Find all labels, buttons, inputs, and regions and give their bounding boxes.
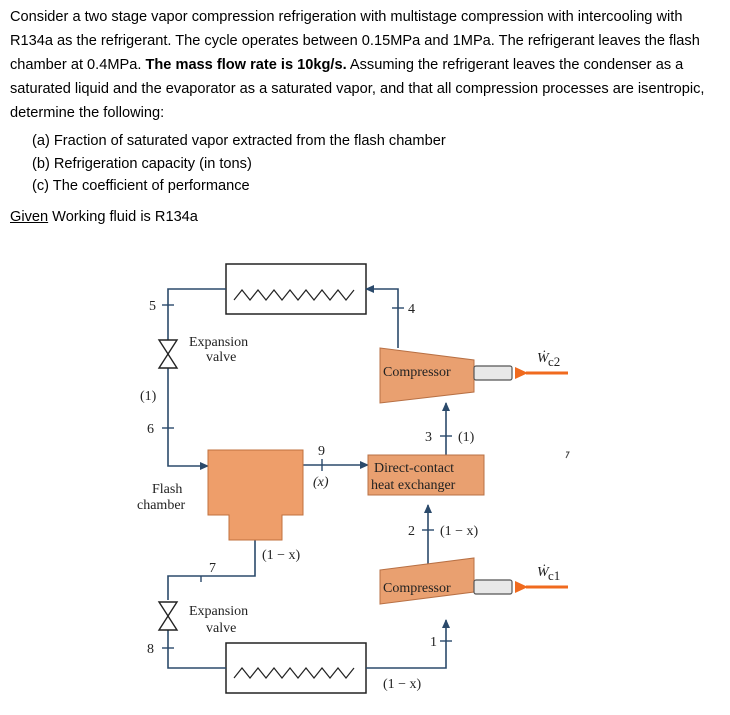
state-8-label: 8 bbox=[147, 642, 154, 657]
heat-exchanger-line2: heat exchanger bbox=[371, 478, 456, 493]
work-c2-subscript: c2 bbox=[548, 354, 560, 369]
flow-label-after-3: (1) bbox=[458, 430, 475, 445]
flow-label-one-minus-x-2: (1 − x) bbox=[440, 524, 479, 539]
state-5-label: 5 bbox=[149, 299, 156, 314]
expansion-valve-top-line2: valve bbox=[206, 350, 236, 365]
compressor-top-label: Compressor bbox=[383, 365, 451, 380]
flash-chamber-line1: Flash bbox=[152, 482, 182, 497]
state-3-label: 3 bbox=[425, 430, 432, 445]
compressor-bottom-label: Compressor bbox=[383, 581, 451, 596]
state-4-label: 4 bbox=[408, 302, 415, 317]
state-2-label: 2 bbox=[408, 524, 415, 539]
evaporator bbox=[225, 642, 367, 694]
state-1-label: 1 bbox=[430, 635, 437, 650]
expansion-valve-bottom-icon bbox=[157, 601, 179, 631]
flash-chamber-line2: chamber bbox=[137, 498, 186, 513]
work-c1-subscript: c1 bbox=[548, 568, 560, 583]
heat-exchanger-line1: Direct-contact bbox=[374, 461, 454, 476]
expansion-valve-top-icon bbox=[157, 339, 179, 369]
expansion-valve-bottom-line1: Expansion bbox=[189, 604, 248, 619]
shaft-top bbox=[473, 365, 513, 381]
flow-label-one-minus-x-mid: (1 − x) bbox=[262, 548, 301, 563]
compressor-top bbox=[379, 347, 475, 404]
work-c1-label: Ẇ c1 bbox=[537, 563, 560, 583]
given-line: Given Working fluid is R134a bbox=[10, 206, 198, 228]
condenser bbox=[225, 263, 367, 315]
flow-label-left-one: (1) bbox=[140, 389, 157, 404]
given-label: Given bbox=[10, 209, 49, 225]
stray-mark bbox=[565, 451, 570, 459]
expansion-valve-top-line1: Expansion bbox=[189, 335, 248, 350]
state-ticks bbox=[162, 304, 452, 649]
work-c2-label: Ẇ c2 bbox=[537, 349, 560, 369]
problem-intro: Consider a two stage vapor compression r… bbox=[10, 9, 700, 73]
work-c2-symbol: Ẇ bbox=[537, 349, 550, 366]
problem-mass-flow: The mass flow rate is 10kg/s. bbox=[145, 57, 347, 73]
part-c: (c) The coefficient of performance bbox=[32, 178, 250, 194]
state-9-label: 9 bbox=[318, 444, 325, 459]
heat-exchanger bbox=[367, 454, 485, 496]
part-a: (a) Fraction of saturated vapor extracte… bbox=[32, 133, 446, 149]
state-6-label: 6 bbox=[147, 422, 154, 437]
flow-lines bbox=[167, 285, 450, 669]
shaft-bottom bbox=[473, 579, 513, 595]
flash-chamber bbox=[207, 449, 304, 541]
problem-rest: Assuming the refrigerant leaves the cond… bbox=[10, 57, 705, 121]
flow-label-one-minus-x-bottom: (1 − x) bbox=[383, 677, 422, 692]
problem-statement: Consider a two stage vapor compression r… bbox=[10, 5, 722, 125]
work-c1-symbol: Ẇ bbox=[537, 563, 550, 580]
flow-label-x: (x) bbox=[313, 475, 329, 490]
given-text: Working fluid is R134a bbox=[48, 209, 198, 225]
expansion-valve-bottom-line2: valve bbox=[206, 621, 236, 636]
question-parts: (a) Fraction of saturated vapor extracte… bbox=[32, 130, 446, 198]
state-7-label: 7 bbox=[209, 561, 216, 576]
part-b: (b) Refrigeration capacity (in tons) bbox=[32, 155, 252, 172]
